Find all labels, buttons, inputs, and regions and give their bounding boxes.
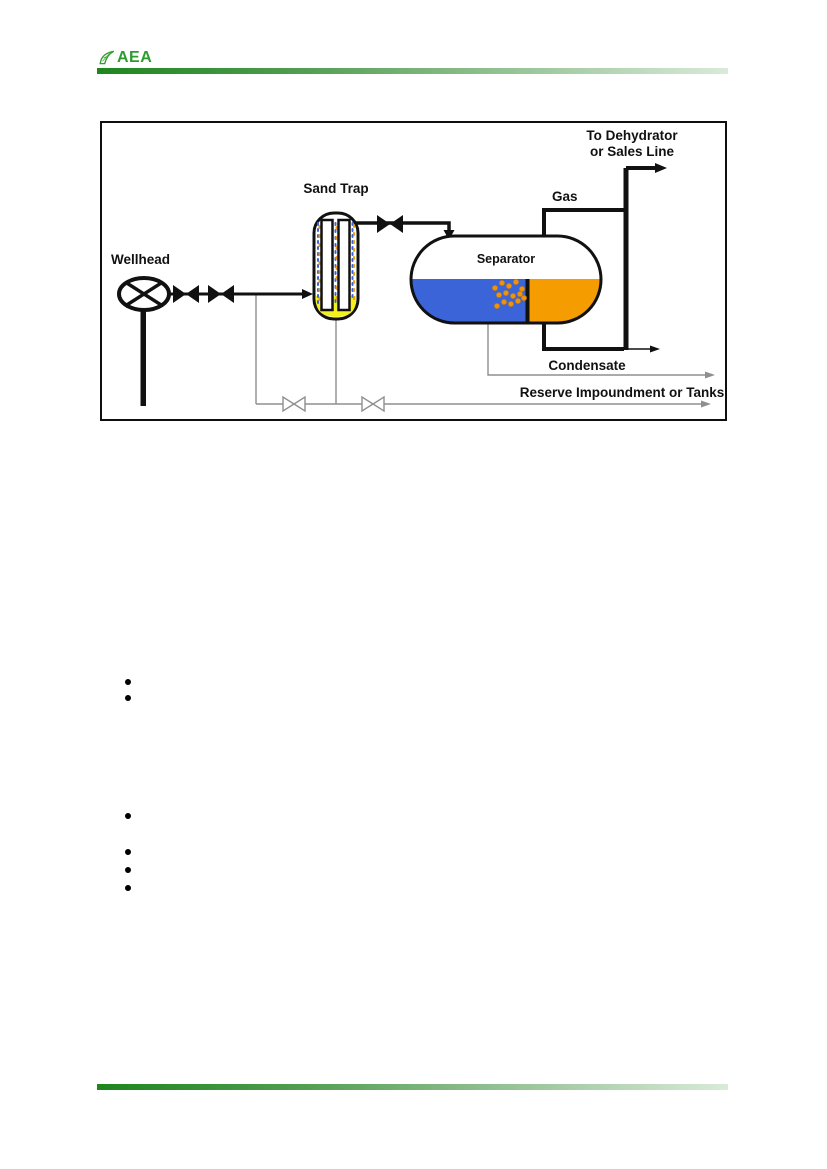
wellhead-label: Wellhead (111, 252, 170, 267)
speckles (317, 222, 355, 306)
list-item (125, 812, 141, 820)
condensate-phase (528, 279, 601, 323)
bullet-icon (125, 695, 131, 701)
condensate-label: Condensate (548, 358, 626, 373)
bullet-icon (125, 813, 131, 819)
dehydrator-arrow-icon (655, 163, 667, 173)
sand-trap-vessel (312, 211, 360, 321)
reserve-arrow-1-icon (705, 371, 715, 379)
drain-lines (255, 294, 708, 405)
list-item (125, 866, 141, 874)
bullet-icon (125, 679, 131, 685)
separator-label: Separator (477, 252, 535, 266)
reserve-arrow-2-icon (701, 400, 711, 408)
bullet-icon (125, 867, 131, 873)
list-item (125, 694, 141, 702)
list-item (125, 884, 141, 892)
drain-valve-icons (282, 395, 385, 413)
condensate-line (542, 321, 624, 351)
trap-outlet-valve-icon (377, 215, 403, 233)
drain-valve-1-icon (282, 395, 306, 413)
gas-line (542, 208, 626, 236)
dehydrator-label-line2: or Sales Line (590, 144, 675, 159)
oil-droplets (492, 279, 527, 309)
trap-tube-1 (320, 218, 334, 312)
leaf-icon (99, 50, 115, 65)
drain-valve-2-icon (361, 395, 385, 413)
separator-vessel (409, 234, 603, 325)
header-rule (97, 68, 728, 74)
dehydrator-label-line1: To Dehydrator (586, 128, 678, 143)
list-item (125, 678, 141, 686)
reserve-line-1 (487, 323, 708, 376)
well-stem (140, 308, 146, 406)
sand-trap-label: Sand Trap (303, 181, 368, 196)
wellhead-symbol (117, 276, 171, 406)
bullet-icon (125, 849, 131, 855)
condensate-arrow-icon (650, 345, 660, 353)
header-logo: AEA (98, 48, 152, 68)
process-flow-diagram: Wellhead Sand Trap Separator Gas To Dehy… (100, 121, 727, 421)
flow-diagram-canvas: Wellhead Sand Trap Separator Gas To Dehy… (111, 128, 725, 413)
reserve-label: Reserve Impoundment or Tanks (520, 385, 725, 400)
inlet-arrow-icon (302, 289, 313, 299)
list-item (125, 848, 141, 856)
wellhead-valve-1-icon (173, 285, 199, 303)
trap-tube-2 (337, 218, 351, 312)
brand-text: AEA (117, 49, 153, 66)
gas-label: Gas (552, 189, 578, 204)
bullet-icon (125, 885, 131, 891)
wellhead-valve-2-icon (208, 285, 234, 303)
weir-divider (525, 279, 530, 323)
footer-rule (97, 1084, 728, 1090)
